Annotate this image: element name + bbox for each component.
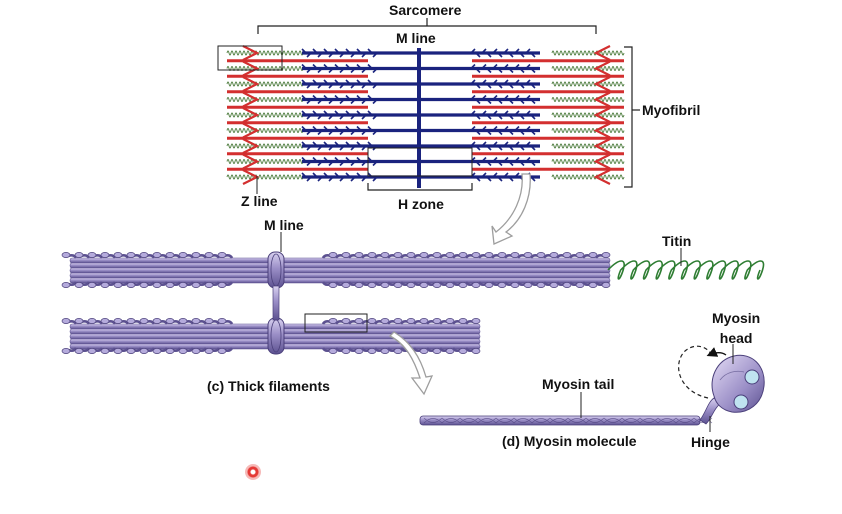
- label-m-line-top: M line: [396, 30, 436, 46]
- label-hinge: Hinge: [691, 434, 730, 450]
- myosin-callout-box: [304, 313, 368, 333]
- filament-row: [226, 169, 625, 185]
- label-sarcomere: Sarcomere: [389, 2, 462, 18]
- filament-row: [226, 122, 625, 140]
- thick-filament-lower: [61, 317, 481, 355]
- h-zone-box: [367, 147, 473, 177]
- caption-myosin-molecule: (d) Myosin molecule: [502, 433, 637, 449]
- filament-row: [226, 138, 625, 156]
- label-myosin-head: Myosin head: [712, 310, 761, 346]
- filament-row: [226, 76, 625, 94]
- filament-row: [226, 91, 625, 109]
- head-swing-arrow: [706, 347, 727, 357]
- myosin-molecule: [419, 354, 765, 426]
- label-z-line: Z line: [241, 193, 278, 209]
- thick-filament-upper: [61, 251, 611, 289]
- myofibril-bracket: [624, 46, 640, 188]
- filament-row: [226, 60, 625, 78]
- filament-row: [226, 45, 625, 63]
- label-titin: Titin: [662, 233, 692, 249]
- myosin-head-site-bottom: [733, 394, 749, 410]
- thick-filaments: [61, 251, 611, 355]
- z-line-callout-box: [217, 45, 283, 71]
- caption-thick-filaments: (c) Thick filaments: [207, 378, 330, 394]
- titin-coil: [607, 260, 765, 280]
- filament-row: [226, 107, 625, 125]
- zoom-arrow-mid: [388, 331, 434, 396]
- myosin-head-shape: [711, 354, 765, 413]
- filament-rows: [226, 45, 625, 185]
- head-swing-dashed: [678, 345, 713, 399]
- zoom-arrow-top: [491, 173, 531, 245]
- cursor-indicator: [245, 464, 261, 480]
- label-m-line-mid: M line: [264, 217, 304, 233]
- myosin-head-site-top: [744, 369, 760, 385]
- sarcomere-bracket: [257, 18, 597, 34]
- label-h-zone: H zone: [398, 196, 444, 212]
- filament-row: [226, 153, 625, 171]
- label-myofibril: Myofibril: [642, 102, 701, 118]
- h-zone-bracket: [367, 183, 473, 191]
- label-myosin-tail: Myosin tail: [542, 376, 615, 392]
